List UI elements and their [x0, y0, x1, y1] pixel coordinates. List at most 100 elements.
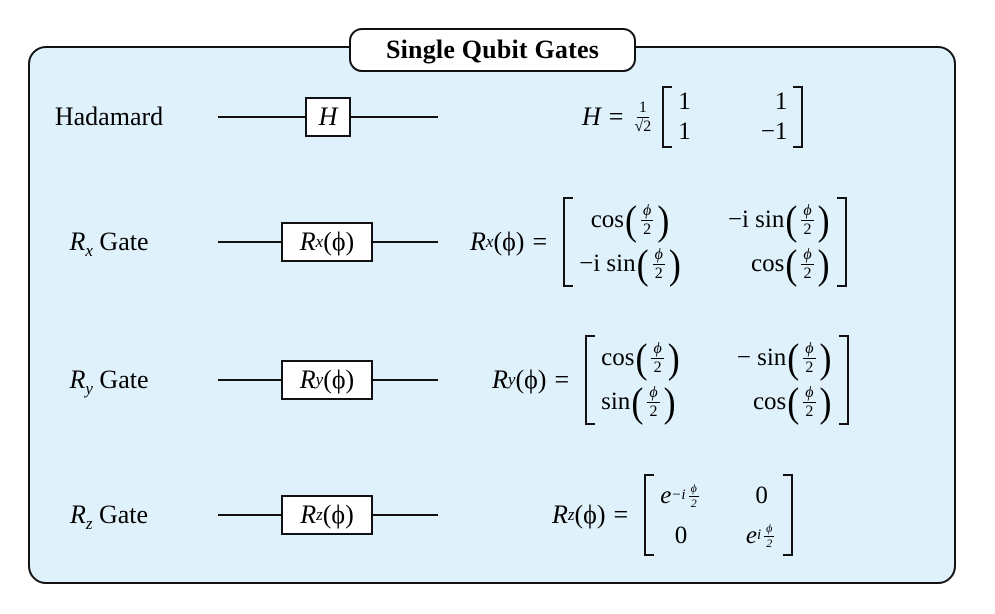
matrix-name: R: [470, 227, 486, 256]
hadamard-matrix: 1 1 1 −1: [662, 86, 804, 148]
close-paren: ): [817, 197, 830, 243]
right-bracket: [783, 474, 794, 556]
frac-den: 2: [654, 264, 663, 282]
hadamard-row: Hadamard H H = 1 √2 1 1 1 −1: [0, 77, 995, 157]
frac-den: 2: [649, 402, 658, 420]
right-bracket: [838, 335, 849, 425]
matrix-cell: 0: [755, 482, 768, 509]
frac-num: ϕ: [801, 245, 814, 265]
matrix-cell: 1: [774, 88, 788, 115]
panel-title: Single Qubit Gates: [349, 28, 636, 72]
hadamard-equation: H = 1 √2 1 1 1 −1: [582, 77, 804, 157]
equals-sign: =: [613, 500, 629, 529]
frac-num: ϕ: [641, 201, 654, 221]
matrix-name: R: [552, 500, 568, 529]
cell-function: −i sin: [727, 206, 785, 233]
open-paren: (: [785, 197, 798, 243]
matrix-name-argument: (ϕ): [515, 365, 547, 394]
gate-argument: (ϕ): [323, 227, 355, 256]
open-paren: (: [631, 379, 644, 425]
open-paren: (: [787, 379, 800, 425]
frac-den: 2: [643, 220, 652, 238]
close-paren: ): [668, 241, 681, 287]
frac-den: 2: [803, 264, 812, 282]
close-paren: ): [663, 379, 676, 425]
frac-den: 2: [803, 220, 812, 238]
open-paren: (: [635, 335, 648, 381]
left-bracket: [662, 86, 673, 148]
frac-num: ϕ: [803, 339, 816, 359]
equals-sign: =: [532, 227, 548, 256]
exp-base: e: [660, 482, 672, 509]
hadamard-label: Hadamard: [54, 102, 164, 131]
label-symbol: R: [69, 365, 86, 394]
label-subscript: x: [85, 241, 93, 261]
cell-function: cos: [752, 388, 787, 415]
close-paren: ): [667, 335, 680, 381]
frac-num: ϕ: [647, 383, 660, 403]
left-bracket: [585, 335, 596, 425]
cell-function: cos: [590, 206, 625, 233]
cell-function: − sin: [736, 344, 787, 371]
gate-subscript: x: [315, 232, 324, 251]
rx-label: Rx Gate: [0, 202, 218, 282]
matrix-name-argument: (ϕ): [574, 500, 606, 529]
matrix-name-subscript: z: [567, 505, 575, 524]
ry-label: Ry Gate: [0, 340, 218, 420]
exp-prefix: i: [756, 527, 762, 544]
frac-num: ϕ: [652, 245, 665, 265]
frac-num: ϕ: [764, 521, 775, 537]
frac-num: ϕ: [801, 201, 814, 221]
frac-den: 2: [653, 358, 662, 376]
hadamard-matrix-name: H: [582, 102, 601, 131]
hadamard-prefactor: 1 √2: [634, 99, 651, 135]
label-text: Gate: [99, 365, 149, 394]
frac-den: 2: [805, 358, 814, 376]
frac-den: 2: [690, 495, 697, 510]
equals-sign: =: [554, 365, 570, 394]
cell-function: cos: [601, 344, 635, 371]
cell-function: −i sin: [579, 250, 636, 277]
prefactor-denominator: √2: [634, 117, 652, 135]
prefactor-numerator: 1: [636, 98, 649, 118]
gate-subscript: z: [316, 505, 323, 524]
matrix-name: R: [492, 365, 508, 394]
exp-prefix: −i: [671, 487, 686, 504]
gate-symbol: R: [300, 500, 317, 529]
matrix-name-argument: (ϕ): [493, 227, 525, 256]
left-bracket: [563, 197, 574, 287]
close-paren: ): [657, 197, 670, 243]
exp-base: e: [745, 522, 757, 549]
frac-num: ϕ: [651, 339, 664, 359]
matrix-grid: 1 1 1 −1: [672, 86, 793, 148]
frac-den: 2: [805, 402, 814, 420]
close-paren: ): [819, 335, 832, 381]
hadamard-gate-box: H: [305, 97, 351, 137]
equals-sign: =: [608, 102, 624, 131]
cell-function: sin: [601, 388, 631, 415]
matrix-name-subscript: y: [507, 370, 516, 389]
label-symbol: R: [69, 500, 86, 529]
